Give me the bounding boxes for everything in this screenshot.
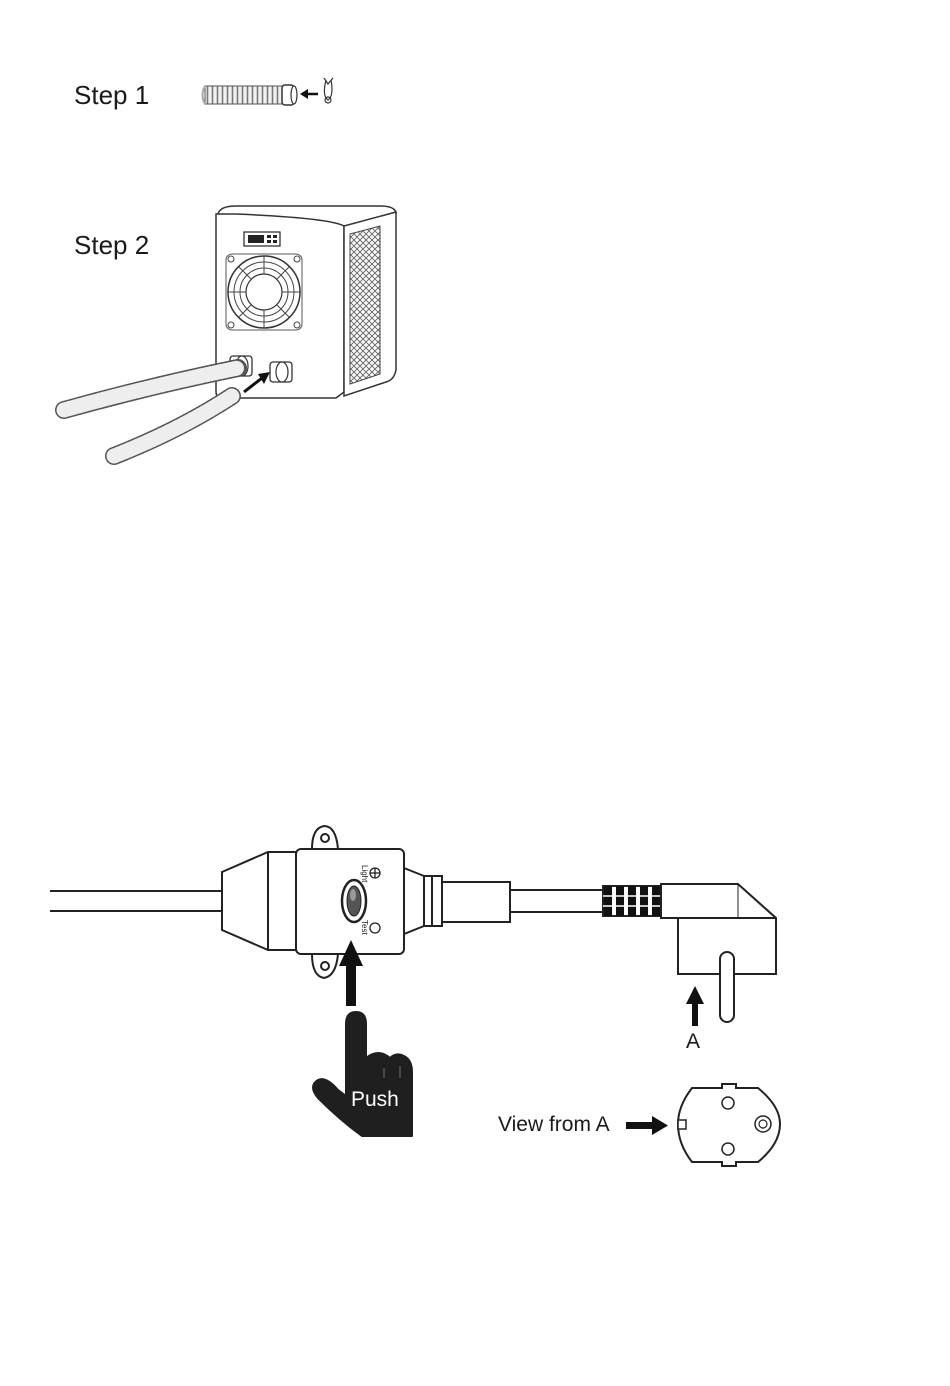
control-panel	[244, 232, 280, 246]
angled-plug	[661, 884, 776, 1022]
rcd-test-button[interactable]	[342, 880, 366, 922]
push-label: Push	[351, 1088, 399, 1112]
arrow-left-icon	[300, 89, 318, 99]
step1-label: Step 1	[74, 80, 149, 111]
view-from-a-label: View from A	[498, 1113, 610, 1137]
view-point-a-label: A	[686, 1030, 700, 1054]
rcd-test-label: Test	[360, 920, 369, 935]
plug-pin	[720, 952, 734, 1022]
rcd-light-label: Light	[360, 865, 369, 883]
step1-illustration	[203, 78, 334, 105]
arrow-up-a-icon	[686, 986, 704, 1026]
plug-face-view	[678, 1084, 780, 1166]
step2-label: Step 2	[74, 230, 149, 261]
arrow-right-icon	[626, 1116, 668, 1135]
cable-strain-relief	[222, 852, 296, 950]
plug-grip	[603, 886, 661, 916]
earth-symbol-icon	[370, 868, 380, 878]
water-inlet-connector	[270, 362, 292, 382]
hose-clamp-icon	[324, 78, 333, 103]
pointing-hand-icon	[313, 1012, 412, 1136]
side-grille	[350, 226, 380, 384]
hose-segment	[203, 85, 298, 105]
power-cord-diagram: Light Test	[50, 826, 780, 1166]
cable-middle-sleeve	[442, 882, 510, 922]
hose-lower	[114, 396, 232, 456]
